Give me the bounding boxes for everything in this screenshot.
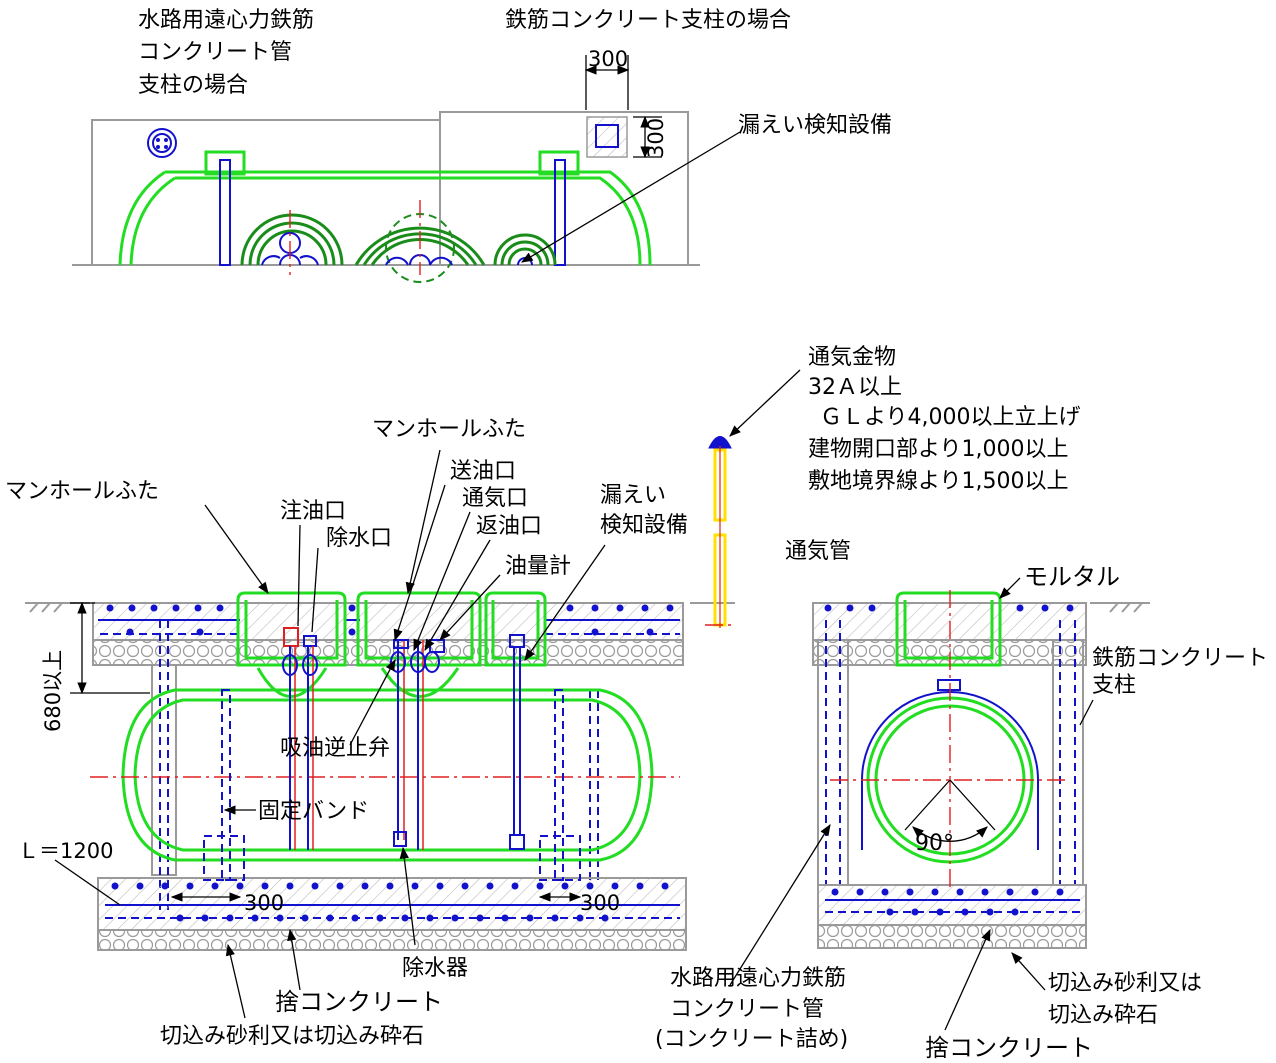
label-conc-pipe-l2: コンクリート管: [670, 997, 824, 1022]
label-vent-port: 通気口: [462, 486, 528, 511]
label-rc-post-l1: 鉄筋コンクリート: [1092, 646, 1268, 671]
rebar-bottom: [105, 882, 680, 922]
label-fixing-band: 固定バンド: [258, 799, 369, 824]
label-water-separator: 除水器: [402, 956, 468, 981]
label-gravel-2-l2: 切込み砕石: [1048, 1003, 1158, 1028]
label-gravel-1: 切込み砂利又は切込み砕石: [160, 1024, 424, 1049]
pipe-column-icon: [147, 128, 177, 158]
dim-300-plan-h: 300: [588, 47, 628, 71]
label-lean-concrete-2: 捨コンクリート: [925, 1034, 1093, 1062]
label-vent-boundary: 敷地境界線より1,500以上: [808, 469, 1069, 494]
label-angle: 90°: [915, 831, 954, 856]
manholes-side: [236, 591, 547, 698]
label-leak-l2: 検知設備: [600, 513, 688, 538]
label-vent-opening: 建物開口部より1,000以上: [808, 437, 1069, 462]
label-gravel-2-l1: 切込み砂利又は: [1048, 971, 1202, 996]
labels: 水路用遠心力鉄筋 コンクリート管 支柱の場合 鉄筋コンクリート支柱の場合 300…: [5, 8, 1268, 1062]
manhole-plan-1: [240, 210, 344, 275]
label-drain-port: 除水口: [326, 526, 392, 551]
label-pipe-column-l3: 支柱の場合: [138, 73, 248, 98]
label-vent-gl: ＧＬより4,000以上立上げ: [820, 405, 1081, 430]
label-leak-l1: 漏えい: [600, 483, 666, 508]
label-fill-port: 注油口: [280, 499, 346, 524]
label-pipe-column-l1: 水路用遠心力鉄筋: [138, 8, 314, 33]
label-vent-32a: 32Ａ以上: [808, 375, 902, 400]
dim-680: 680以上: [41, 650, 65, 732]
pipes: [203, 627, 581, 881]
label-vent-fitting: 通気金物: [808, 345, 896, 370]
dim-300-left: 300: [244, 891, 284, 915]
label-supply-port: 送油口: [450, 459, 516, 484]
label-oil-gauge: 油量計: [505, 554, 571, 579]
tank-body: [90, 688, 680, 862]
manhole-plan-3: [493, 233, 557, 266]
vent-cap-icon: [708, 436, 732, 449]
manhole-plan-2: [354, 200, 486, 283]
side-section: [25, 436, 735, 951]
label-manhole-cover-1: マンホールふた: [5, 479, 159, 504]
end-section: [812, 590, 1150, 949]
label-leak-detector-plan: 漏えい検知設備: [738, 113, 892, 138]
leader-lines: [54, 369, 1094, 1031]
label-return-port: 返油口: [476, 514, 542, 539]
label-pipe-column-l2: コンクリート管: [138, 40, 292, 65]
label-conc-pipe-l1: 水路用遠心力鉄筋: [670, 966, 846, 991]
label-manhole-cover-2: マンホールふた: [372, 417, 526, 442]
label-conc-pipe-l3: (コンクリート詰め): [655, 1027, 848, 1052]
label-rc-column-case: 鉄筋コンクリート支柱の場合: [505, 8, 791, 33]
label-rc-post-l2: 支柱: [1092, 673, 1136, 698]
rc-column-icon: [586, 116, 628, 158]
plan-view: [72, 55, 741, 283]
label-length: Ｌ＝1200: [18, 839, 113, 863]
vent-pipe: [705, 436, 735, 628]
label-mortar: モルタル: [1024, 563, 1120, 591]
dim-300-right: 300: [580, 891, 620, 915]
label-vent-pipe: 通気管: [785, 539, 851, 564]
label-check-valve: 吸油逆止弁: [280, 736, 390, 761]
rebar-top: [98, 604, 680, 636]
dim-300-plan-v: 300: [644, 118, 668, 158]
label-lean-concrete-1: 捨コンクリート: [275, 988, 443, 1016]
